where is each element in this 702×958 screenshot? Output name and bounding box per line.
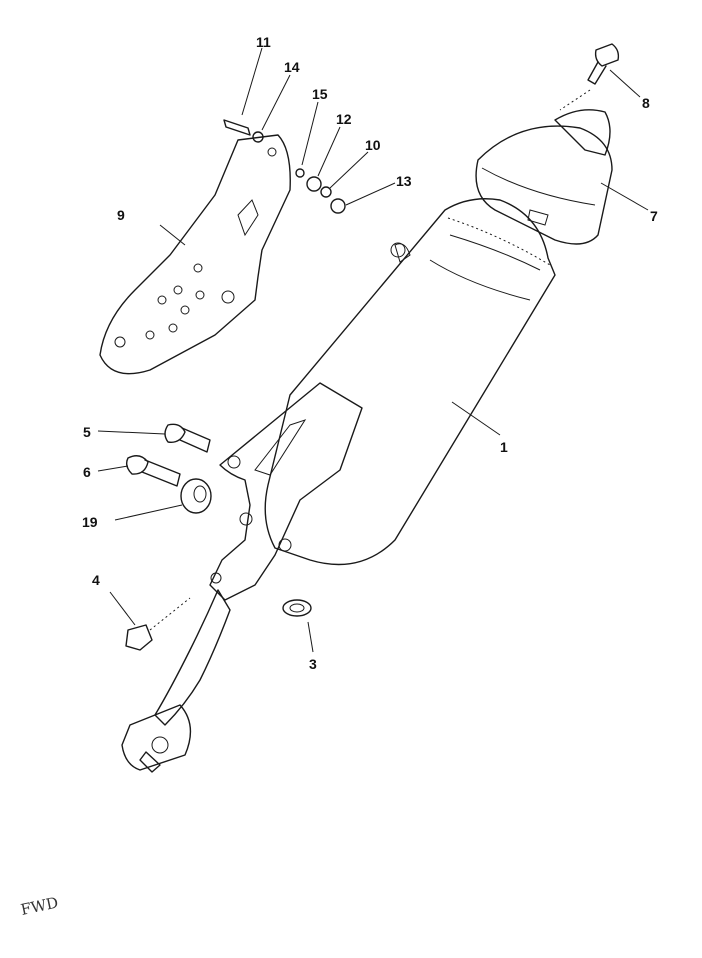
callout-8: 8 [642, 95, 650, 111]
callout-4: 4 [92, 572, 100, 588]
callout-15: 15 [312, 86, 328, 102]
callout-12: 12 [336, 111, 352, 127]
callout-6: 6 [83, 464, 91, 480]
callout-11: 11 [256, 34, 271, 50]
end-cap [475, 109, 613, 245]
bolt-lower [125, 455, 181, 487]
bolt-upper [164, 423, 211, 453]
callout-10: 10 [365, 137, 381, 153]
callout-3: 3 [309, 656, 317, 672]
fwd-label: FWD [19, 893, 60, 918]
cap-screw [587, 43, 620, 85]
muffler [264, 198, 556, 566]
callout-labels: 1 3 4 5 6 7 8 9 10 11 12 13 14 15 19 [82, 34, 658, 672]
gasket [282, 599, 312, 617]
callout-13: 13 [396, 173, 412, 189]
leader-lines [97, 47, 649, 653]
callout-9: 9 [117, 207, 125, 223]
header-pipe [121, 382, 363, 773]
callout-7: 7 [650, 208, 658, 224]
nut [125, 597, 191, 651]
callout-14: 14 [284, 59, 300, 75]
heat-shield [99, 134, 291, 375]
callout-5: 5 [83, 424, 91, 440]
hardware-cluster [223, 119, 346, 214]
collar-19 [180, 478, 212, 514]
callout-19: 19 [82, 514, 98, 530]
fwd-marker: FWD [19, 893, 60, 918]
callout-1: 1 [500, 439, 508, 455]
